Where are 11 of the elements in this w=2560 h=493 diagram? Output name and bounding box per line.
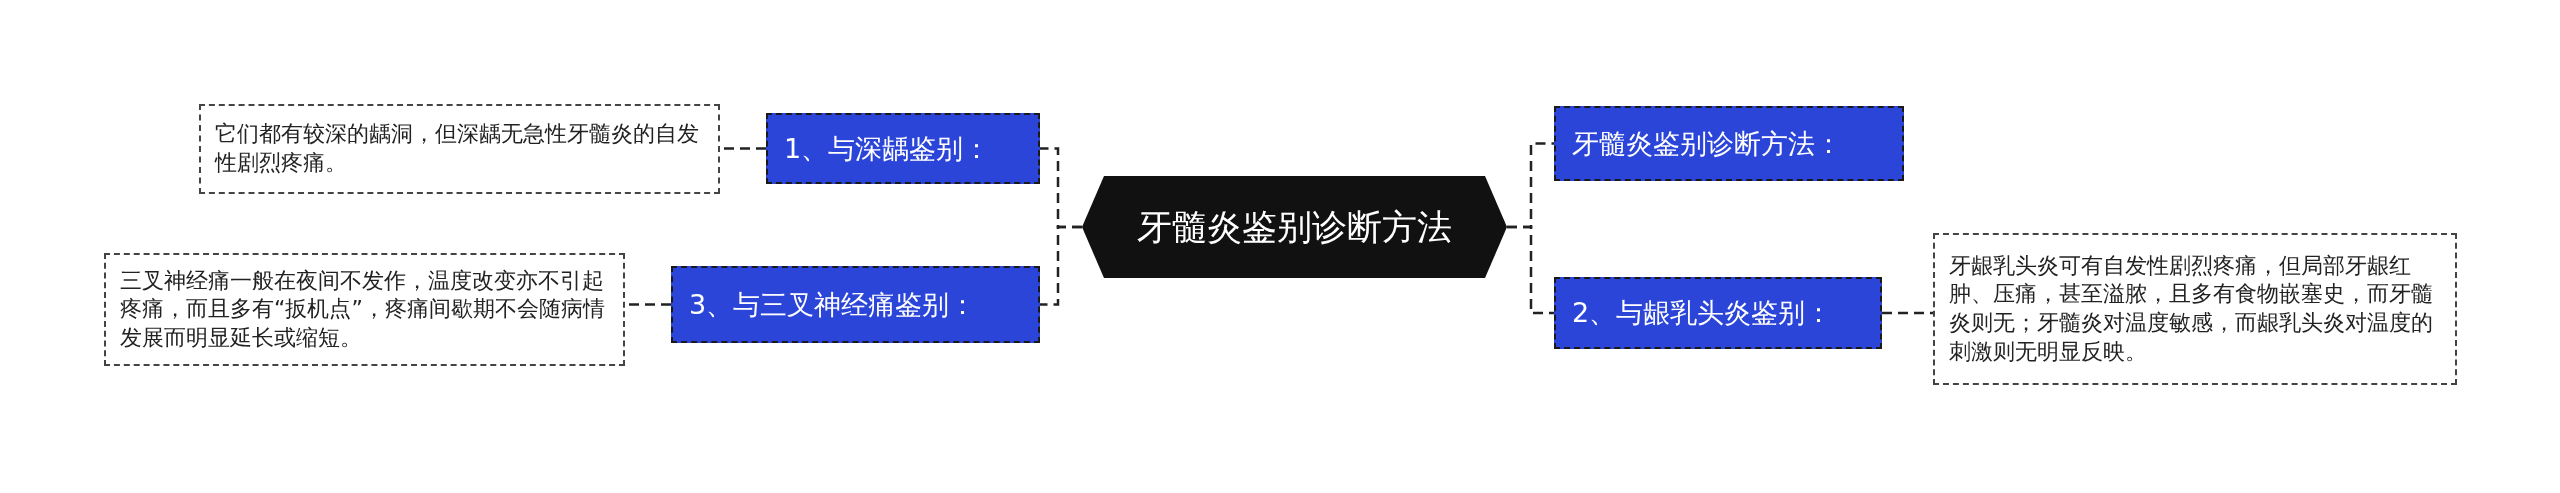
connector-line bbox=[1040, 225, 1082, 306]
topic-box: 3、与三叉神经痛鉴别： bbox=[671, 266, 1040, 343]
central-topic-hexagon: 牙髓炎鉴别诊断方法 bbox=[1082, 176, 1507, 278]
topic-box: 1、与深龋鉴别： bbox=[766, 113, 1040, 184]
connector-line bbox=[1507, 225, 1554, 315]
note-box: 三叉神经痛一般在夜间不发作，温度改变亦不引起疼痛，而且多有“扳机点”，疼痛间歇期不会随病情发展而明显延长或缩短。 bbox=[104, 253, 625, 366]
topic-box: 2、与龈乳头炎鉴别： bbox=[1554, 277, 1882, 349]
note-box: 牙龈乳头炎可有自发性剧烈疼痛，但局部牙龈红肿、压痛，甚至溢脓，且多有食物嵌塞史，而牙髓炎则无；牙髓炎对温度敏感，而龈乳头炎对温度的刺激则无明显反映。 bbox=[1933, 233, 2457, 385]
connector-line bbox=[1882, 311, 1933, 315]
note-box: 它们都有较深的龋洞，但深龋无急性牙髓炎的自发性剧烈疼痛。 bbox=[199, 104, 720, 194]
topic-box: 牙髓炎鉴别诊断方法： bbox=[1554, 106, 1904, 181]
